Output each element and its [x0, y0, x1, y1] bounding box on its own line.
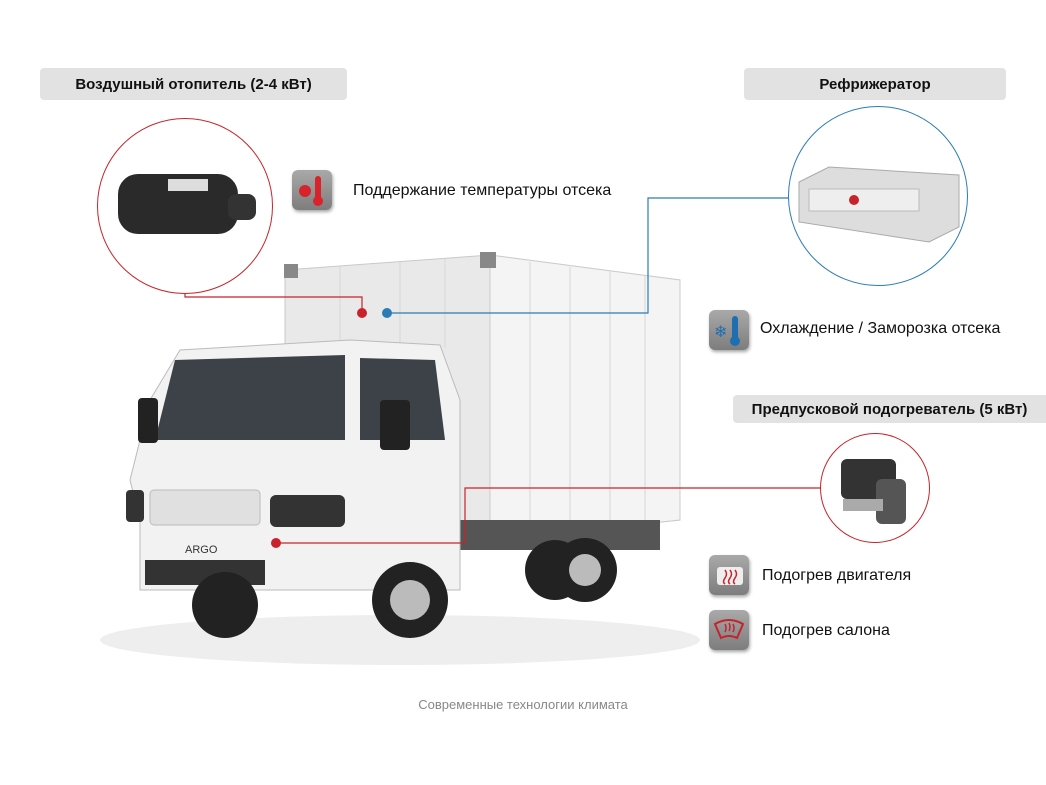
- air-heater-image: [97, 118, 273, 294]
- label-preheater: Предпусковой подогреватель (5 кВт): [733, 395, 1046, 423]
- preheater-image: [820, 433, 930, 543]
- feature-engine-heat: Подогрев двигателя: [762, 567, 912, 584]
- windshield-heat-icon: [709, 610, 749, 650]
- refrigerator-image: [788, 106, 968, 286]
- truck-brand: ARGO: [185, 544, 218, 556]
- feature-cooling: Охлаждение / Заморозка отсека: [760, 320, 1001, 337]
- label-refrigerator: Рефрижератор: [744, 68, 1006, 100]
- preheater-point: [271, 538, 281, 548]
- label-air-heater: Воздушный отопитель (2-4 кВт): [40, 68, 347, 100]
- svg-text:❄: ❄: [714, 324, 727, 341]
- thermometer-heat-icon: [292, 170, 332, 210]
- feature-cabin-heat: Подогрев салона: [762, 622, 890, 639]
- refrigerator-point: [382, 308, 392, 318]
- engine-heat-icon: [709, 555, 749, 595]
- caption: Современные технологии климата: [418, 697, 628, 712]
- thermometer-cold-icon: ❄: [709, 310, 749, 350]
- heater-point: [357, 308, 367, 318]
- feature-temp-maintain: Поддержание температуры отсека: [353, 182, 612, 199]
